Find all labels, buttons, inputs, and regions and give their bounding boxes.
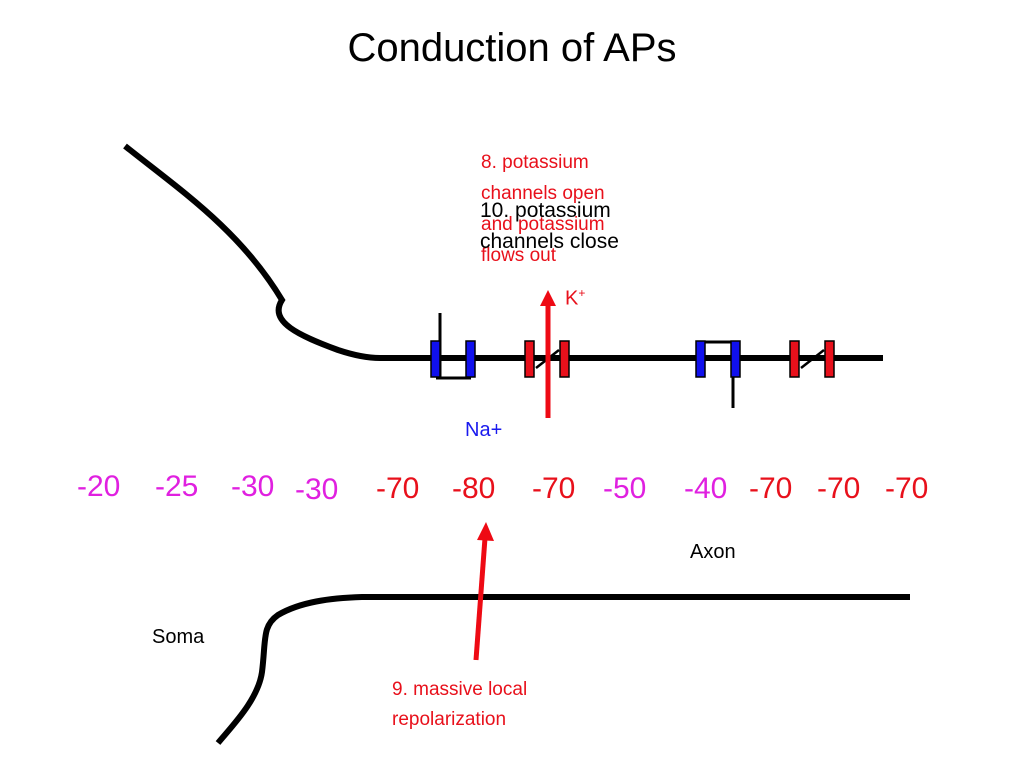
voltage-value: -70 bbox=[376, 472, 420, 505]
k-ion-label: K+ bbox=[565, 286, 585, 311]
upper-membrane bbox=[123, 143, 883, 361]
voltage-value: -50 bbox=[603, 472, 647, 505]
k-ion-symbol: K bbox=[565, 287, 579, 310]
k-ion-charge: + bbox=[578, 286, 586, 300]
na-channel-2 bbox=[695, 340, 741, 408]
k-efflux-arrow bbox=[540, 290, 556, 418]
lower-membrane bbox=[215, 594, 910, 745]
step8-note: 8. potassium channels open and potassium… bbox=[481, 147, 605, 271]
voltage-value: -20 bbox=[77, 470, 121, 503]
repolarization-arrow bbox=[473, 522, 494, 661]
voltage-value: -40 bbox=[684, 472, 728, 505]
soma-label: Soma bbox=[152, 626, 205, 648]
step10-line: 10. potassium bbox=[480, 199, 611, 222]
voltage-value: -70 bbox=[817, 472, 861, 505]
step9-line: 9. massive local bbox=[392, 679, 528, 700]
step8-line: flows out bbox=[481, 245, 556, 266]
voltage-value: -80 bbox=[452, 472, 496, 505]
voltage-value: -25 bbox=[155, 470, 199, 503]
voltage-value: -70 bbox=[532, 472, 576, 505]
step8-line: and potassium bbox=[481, 214, 605, 235]
step8-line: 8. potassium bbox=[481, 152, 589, 173]
step10-line: channels close bbox=[480, 230, 619, 253]
page-title: Conduction of APs bbox=[347, 26, 677, 70]
voltage-value: -70 bbox=[749, 472, 793, 505]
step10-note: 10. potassium channels close bbox=[480, 195, 619, 257]
na-channel-1 bbox=[430, 313, 476, 380]
step9-line: repolarization bbox=[392, 709, 507, 730]
k-channel-2 bbox=[789, 340, 835, 378]
axon-label: Axon bbox=[690, 541, 736, 563]
voltage-value: -30 bbox=[231, 470, 275, 503]
voltage-value: -70 bbox=[885, 472, 929, 505]
voltage-value: -30 bbox=[295, 473, 339, 506]
step8-line: channels open bbox=[481, 183, 605, 204]
na-ion-label: Na+ bbox=[465, 419, 503, 441]
step9-note: 9. massive local repolarization bbox=[392, 675, 527, 735]
